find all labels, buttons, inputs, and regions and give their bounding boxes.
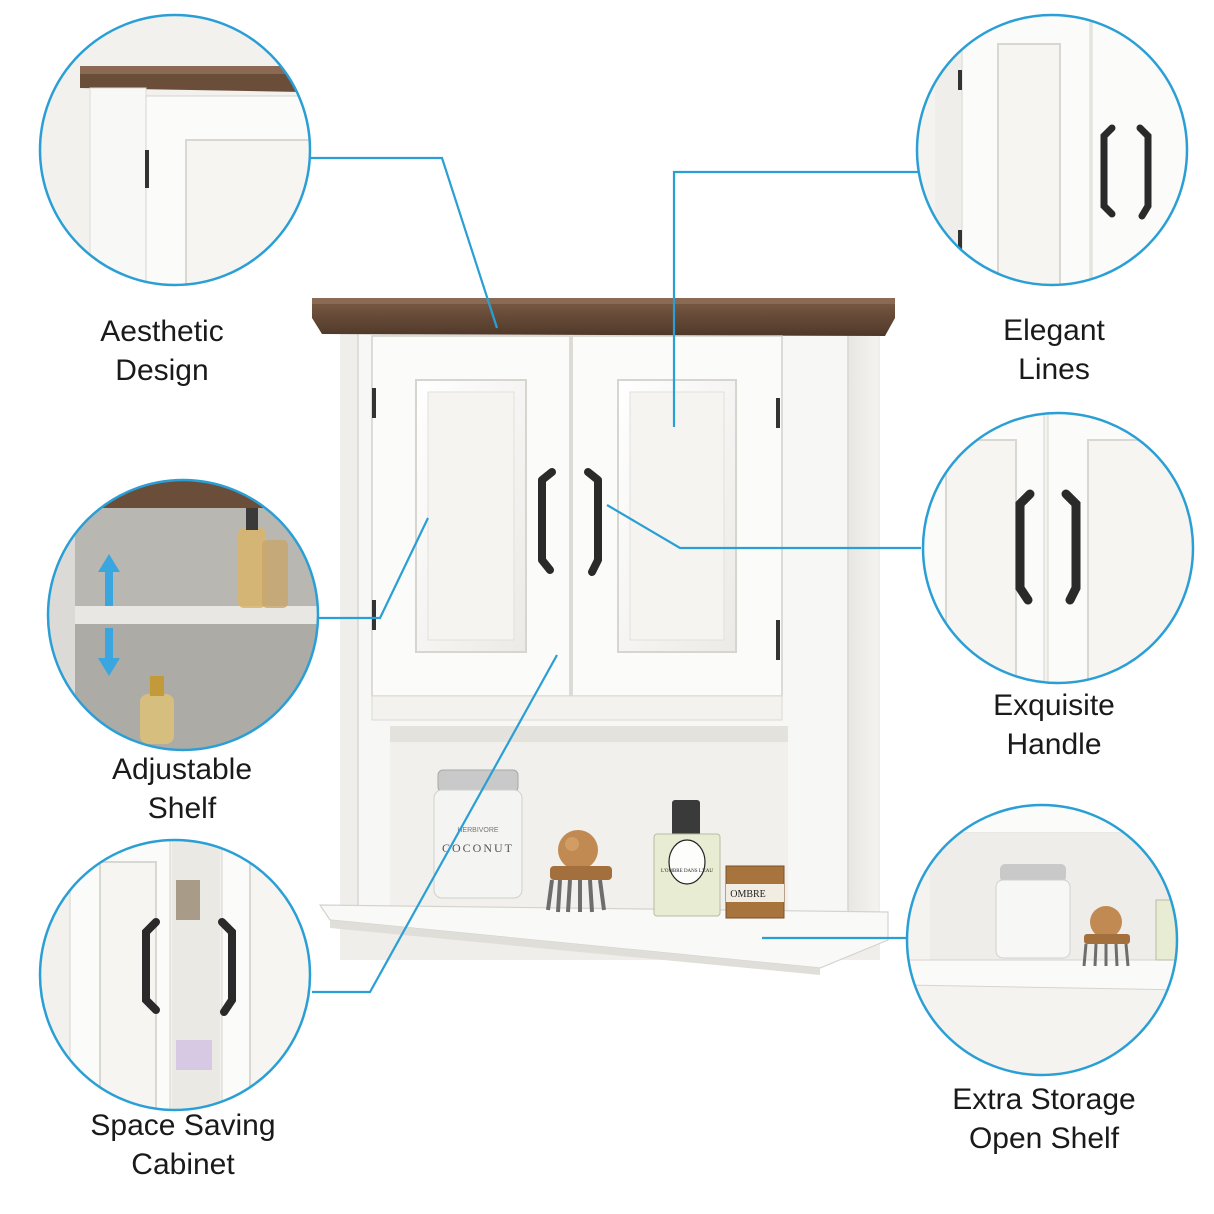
label-line: Space Saving — [90, 1109, 276, 1142]
label-line: Exquisite — [993, 689, 1115, 722]
label-line: Lines — [1018, 353, 1090, 386]
label-line: Handle — [1006, 728, 1102, 761]
label-adjustable-shelf: Adjustable Shelf — [82, 750, 282, 828]
label-line: Extra Storage — [952, 1083, 1136, 1116]
callout-circle-elegant — [915, 13, 1189, 287]
callout-circle-space — [38, 838, 312, 1112]
label-line: Design — [115, 354, 209, 387]
jar-name-text: COCONUT — [442, 841, 514, 855]
coconut-jar: HERBIVORE COCONUT — [433, 769, 523, 899]
callout-circle-storage — [905, 803, 1179, 1077]
hinge — [776, 620, 780, 660]
right-handle — [584, 468, 602, 576]
bath-brush — [546, 830, 612, 913]
jar-brand-text: HERBIVORE — [457, 827, 499, 834]
callout-circle-adjustable — [46, 478, 320, 752]
perfume-bottle: L'OMBRE DANS L'EAU — [653, 800, 721, 917]
callout-line-space — [312, 654, 558, 994]
label-extra-storage-open-shelf: Extra Storage Open Shelf — [914, 1080, 1174, 1158]
hinge — [372, 600, 376, 630]
callout-line-aesthetic — [307, 156, 499, 329]
callout-line-adjustable — [312, 517, 429, 620]
hinge — [372, 388, 376, 418]
right-door — [571, 335, 783, 697]
soap-box: OMBRE — [725, 865, 785, 919]
callout-lines — [307, 156, 921, 994]
left-handle — [538, 468, 556, 574]
callout-circle-aesthetic — [38, 13, 312, 287]
hinge — [776, 398, 780, 428]
label-line: Aesthetic — [100, 315, 224, 348]
wooden-top — [312, 300, 895, 336]
label-line: Shelf — [147, 792, 217, 825]
label-aesthetic-design: Aesthetic Design — [62, 312, 262, 390]
callout-line-handle — [606, 504, 921, 550]
perfume-label-text: L'OMBRE DANS L'EAU — [661, 869, 713, 874]
main-cabinet: HERBIVORE COCONUT L'OMBRE DANS L'EAU OMB… — [312, 298, 895, 975]
label-elegant-lines: Elegant Lines — [954, 311, 1154, 389]
left-door — [371, 335, 571, 697]
label-line: Adjustable — [111, 753, 253, 786]
callout-line-elegant — [672, 170, 918, 427]
soap-label-text: OMBRE — [730, 889, 766, 900]
callout-circle-handle — [921, 411, 1195, 685]
cabinet-base — [318, 904, 889, 969]
label-space-saving-cabinet: Space Saving Cabinet — [53, 1106, 313, 1184]
label-exquisite-handle: Exquisite Handle — [954, 686, 1154, 764]
label-line: Open Shelf — [968, 1122, 1120, 1155]
up-down-arrow-icon — [98, 554, 120, 676]
label-line: Cabinet — [131, 1148, 235, 1181]
label-line: Elegant — [1003, 314, 1105, 347]
